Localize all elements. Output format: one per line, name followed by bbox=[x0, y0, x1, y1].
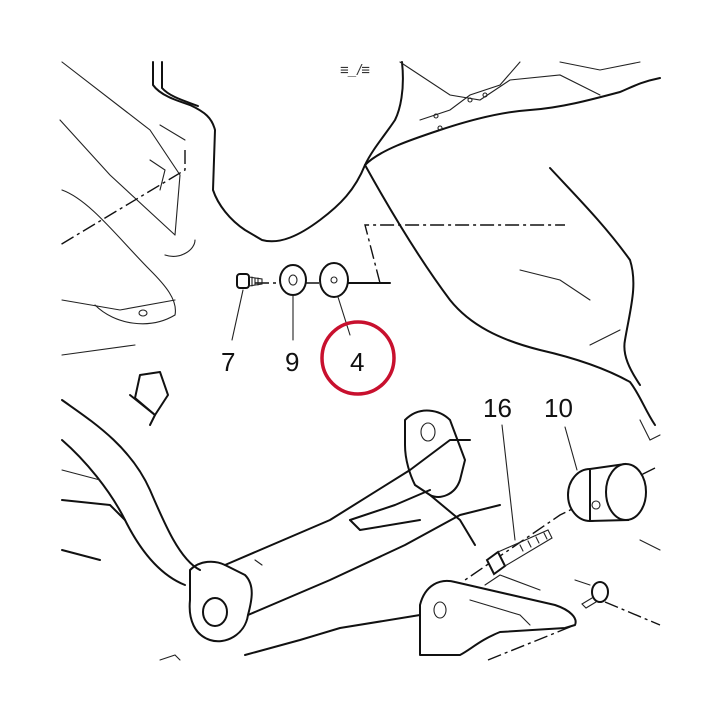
bolt-16 bbox=[485, 529, 553, 576]
highlight-circle bbox=[320, 320, 396, 396]
spool-10 bbox=[567, 462, 647, 523]
upper-left-frame bbox=[59, 61, 196, 356]
housing-outline bbox=[152, 61, 661, 441]
callout-9: 9 bbox=[285, 347, 299, 377]
callout-16: 16 bbox=[483, 393, 512, 423]
callout-10: 10 bbox=[544, 393, 573, 423]
leader-lines-top bbox=[231, 289, 351, 341]
lower-right-bracket bbox=[419, 539, 661, 656]
callout-4: 4 bbox=[350, 347, 364, 377]
small-screw bbox=[581, 581, 609, 609]
washer-4 bbox=[319, 262, 349, 298]
callout-7: 7 bbox=[221, 347, 235, 377]
sketch-note: ≡_/≡ bbox=[340, 62, 370, 79]
lower-frame bbox=[61, 371, 501, 661]
leader-lines-bottom bbox=[501, 424, 578, 541]
bolt-7 bbox=[236, 273, 263, 289]
washer-9 bbox=[279, 264, 307, 296]
